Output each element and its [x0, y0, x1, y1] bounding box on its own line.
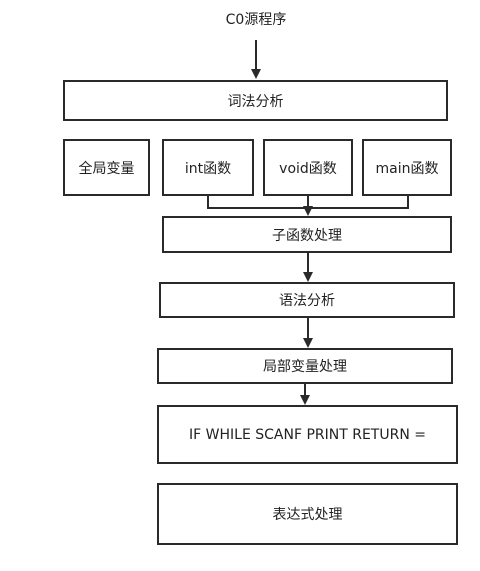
subfunction-box: 子函数处理 — [162, 216, 452, 253]
main-function-box: main函数 — [362, 139, 452, 196]
local-vars-box: 局部变量处理 — [157, 348, 453, 384]
int-function-box: int函数 — [162, 139, 254, 196]
lexical-analysis-box: 词法分析 — [63, 80, 448, 121]
expression-box: 表达式处理 — [157, 483, 458, 545]
syntax-analysis-box: 语法分析 — [159, 282, 455, 318]
global-vars-box: 全局变量 — [63, 139, 150, 196]
statements-box: IF WHILE SCANF PRINT RETURN = — [157, 405, 458, 464]
void-function-box: void函数 — [263, 139, 353, 196]
source-label: C0源程序 — [225, 12, 287, 28]
